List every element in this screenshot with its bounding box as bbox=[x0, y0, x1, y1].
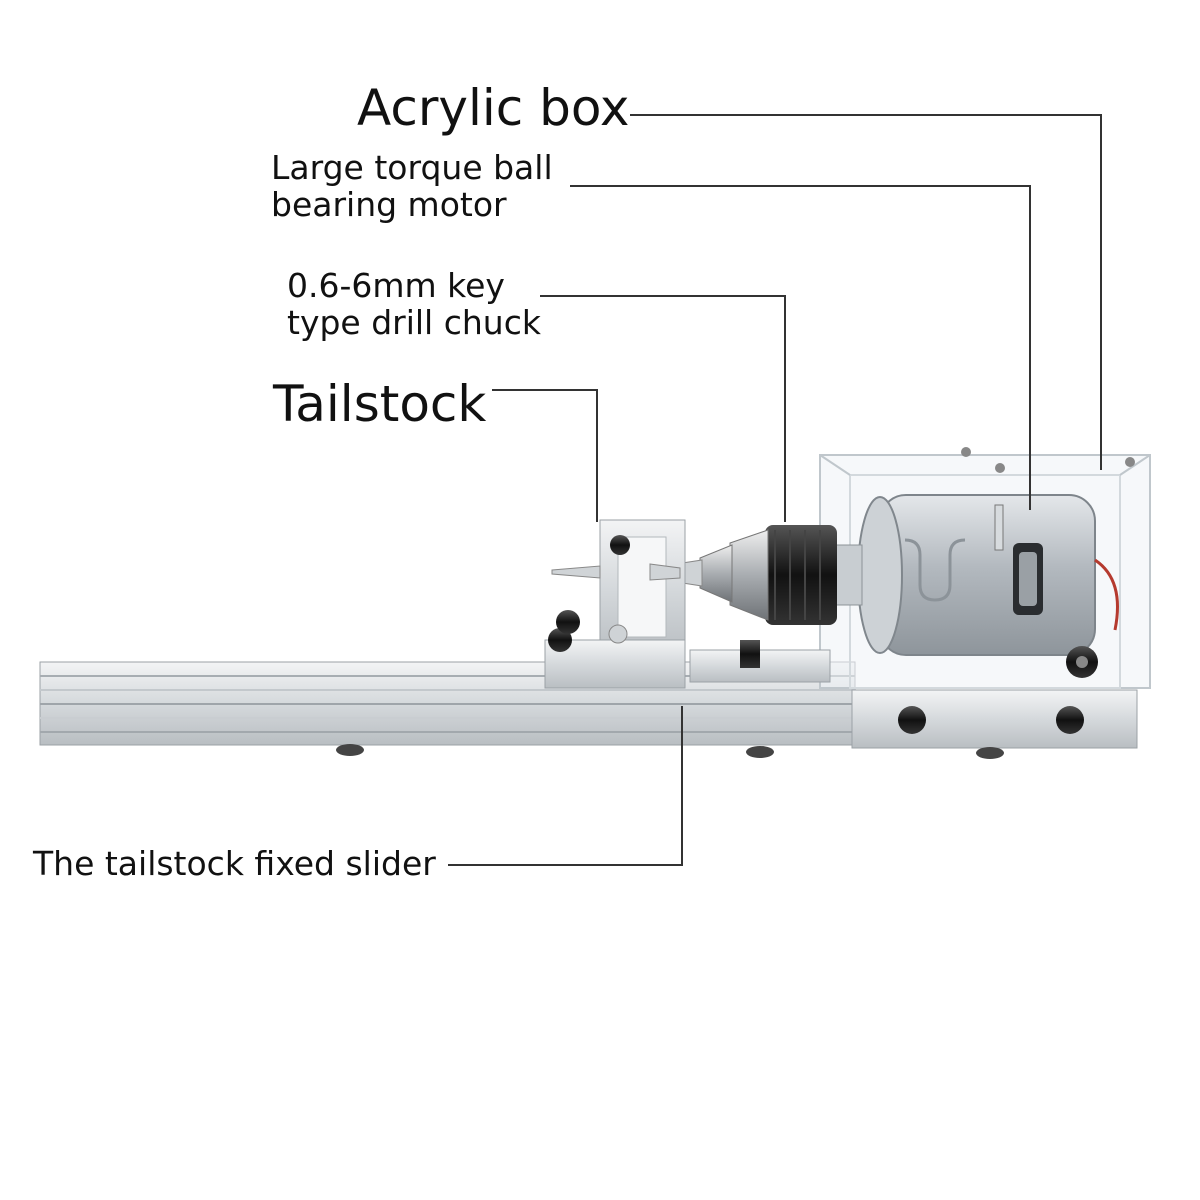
motor bbox=[857, 494, 1119, 678]
motor-base bbox=[851, 689, 1138, 759]
leader-drill-chuck bbox=[540, 295, 786, 522]
tailstock-label: Tailstock bbox=[273, 375, 487, 433]
slider-label: The tailstock fixed slider bbox=[33, 844, 436, 883]
motor-label-line2: bearing motor bbox=[271, 184, 507, 224]
drill-chuck-label: 0.6-6mm key type drill chuck bbox=[287, 266, 541, 342]
leader-lines bbox=[448, 114, 1102, 866]
leader-tailstock bbox=[492, 389, 598, 522]
leader-motor bbox=[570, 185, 1031, 510]
drill-chuck-label-line2: type drill chuck bbox=[287, 302, 541, 342]
motor-label: Large torque ball bearing motor bbox=[271, 148, 553, 224]
drill-chuck-label-line1: 0.6-6mm key bbox=[287, 266, 505, 305]
slide-plate bbox=[689, 640, 831, 683]
leader-slider bbox=[448, 706, 683, 866]
leader-acrylic-box bbox=[630, 114, 1102, 470]
motor-label-line1: Large torque ball bbox=[271, 148, 553, 187]
tailstock bbox=[544, 519, 686, 689]
acrylic-box-label: Acrylic box bbox=[357, 79, 630, 137]
